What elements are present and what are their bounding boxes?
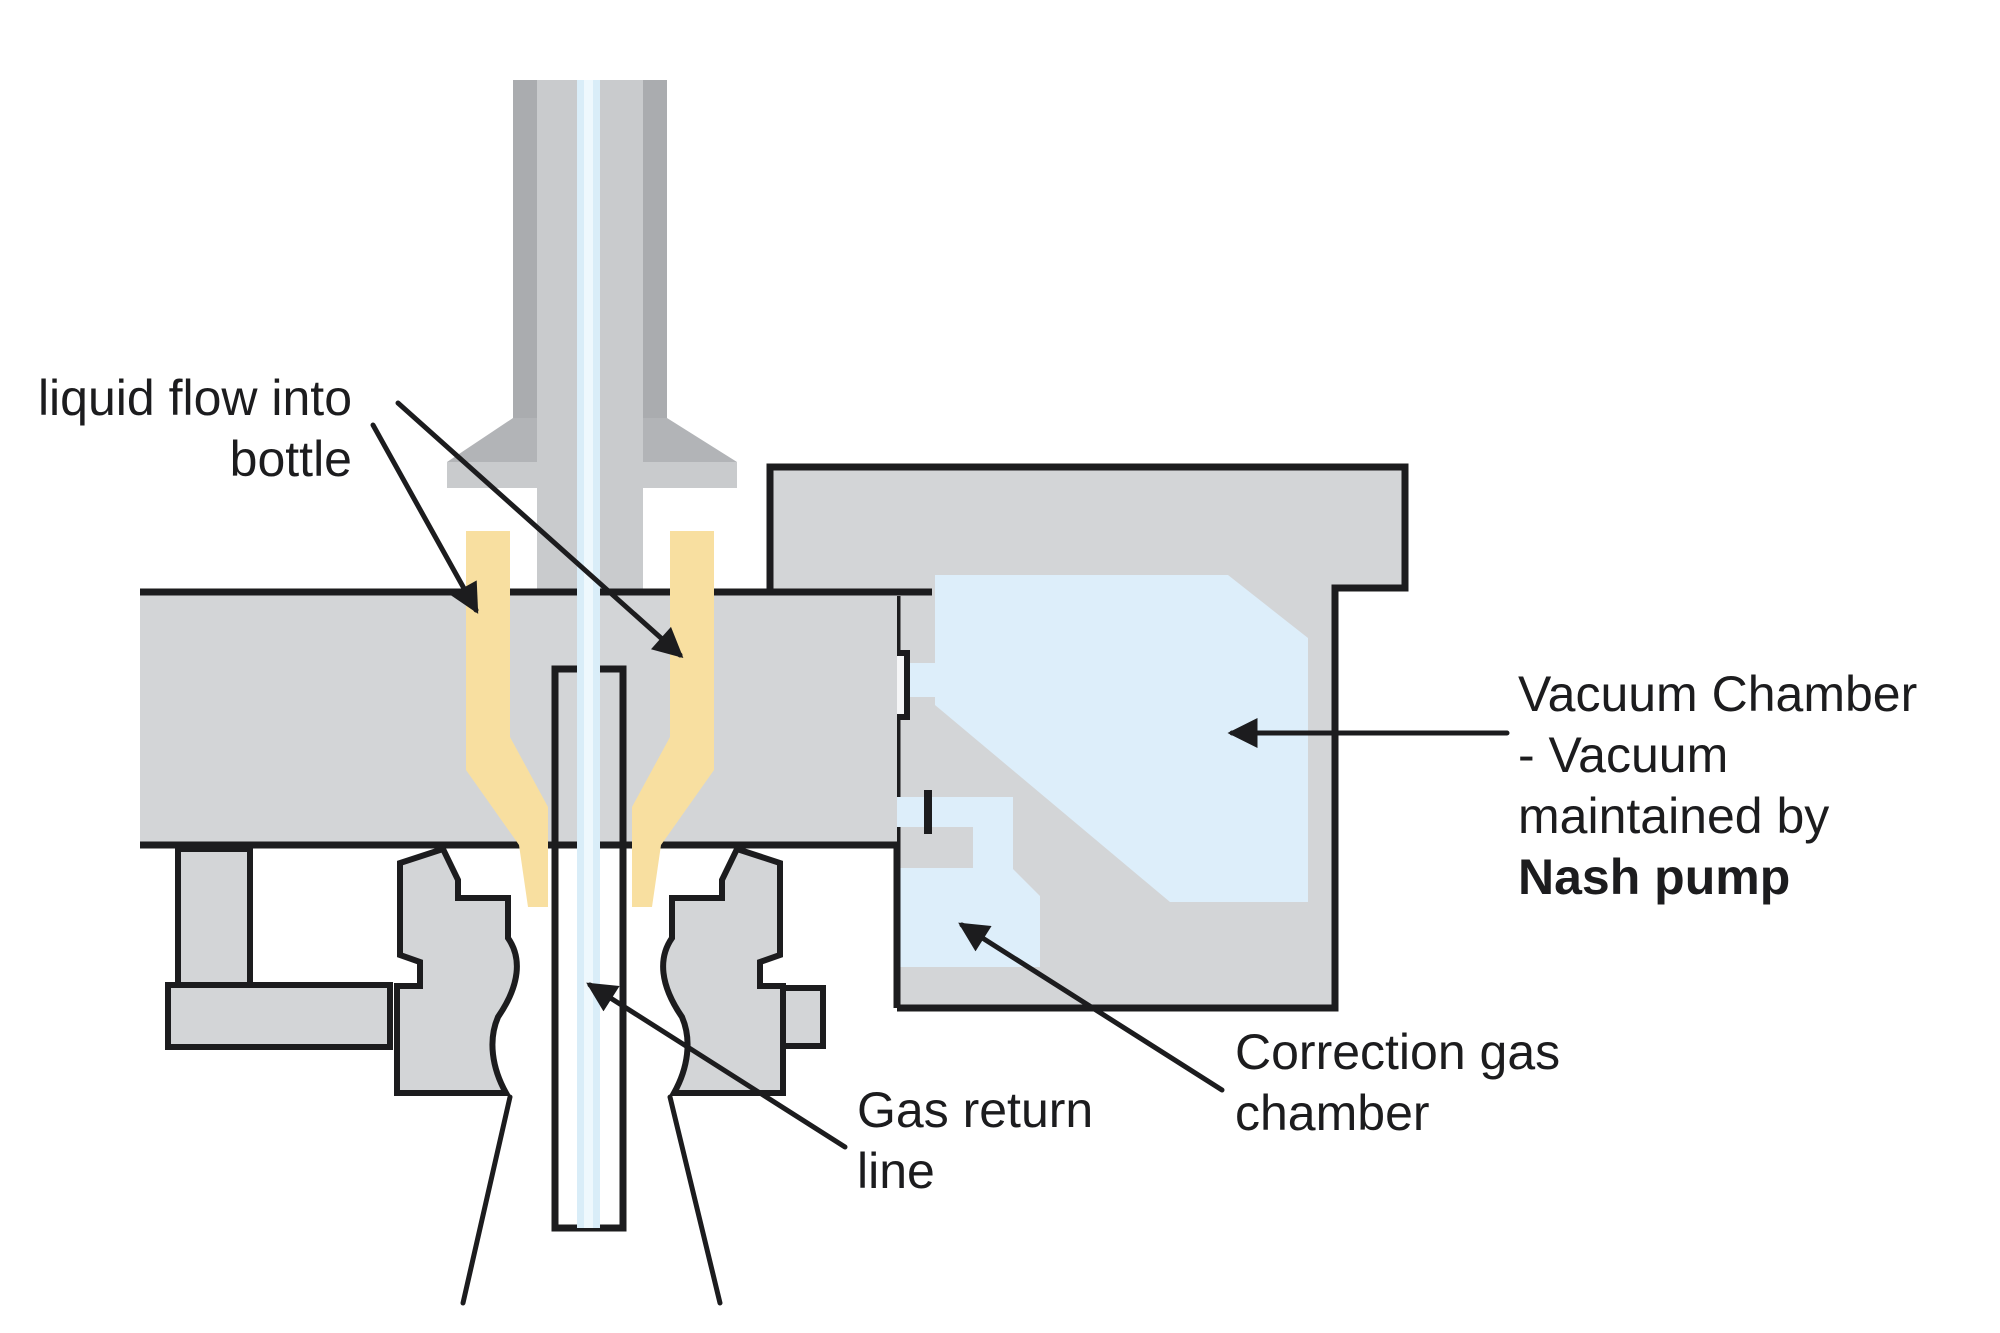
label-vacuum-chamber: Vacuum Chamber - Vacuum maintained by Na…: [1518, 664, 1917, 908]
correction-gas-chamber: [900, 868, 1040, 967]
leader-gas-return: [586, 982, 848, 1150]
label-correction-gas-line1: Correction gas: [1235, 1024, 1561, 1080]
filler-tube-edge-left: [513, 80, 537, 422]
label-correction-gas: Correction gas chamber: [1235, 1022, 1560, 1144]
passage-dash-3: [924, 790, 932, 834]
vacuum-chamber-cavity: [935, 575, 1308, 902]
label-liquid-flow-line1: liquid flow into: [37, 370, 352, 426]
center-stripe-highlight: [584, 80, 593, 1228]
bracket-post: [175, 846, 253, 988]
liquid-channel-left: [466, 531, 548, 907]
vacuum-housing-outline: [766, 463, 1409, 1012]
label-vacuum-chamber-line3: maintained by: [1518, 788, 1830, 844]
label-vacuum-chamber-line2: - Vacuum: [1518, 727, 1729, 783]
label-correction-gas-line2: chamber: [1235, 1085, 1430, 1141]
label-gas-return-line2: line: [857, 1143, 935, 1199]
label-gas-return: Gas return line: [857, 1080, 1093, 1202]
leader-liquid-flow-left: [370, 422, 479, 614]
bottle-neck-line-left: [460, 1094, 513, 1306]
liquid-channel-right: [632, 531, 714, 907]
label-vacuum-chamber-line4: Nash pump: [1518, 849, 1791, 905]
seal-bell-right: [660, 845, 786, 1096]
bracket-arm: [165, 982, 393, 1050]
leader-liquid-flow-right: [395, 400, 684, 658]
seal-bell-left: [394, 845, 520, 1096]
label-liquid-flow-line2: bottle: [229, 431, 352, 487]
seal-bell-tab: [780, 985, 826, 1049]
label-gas-return-line1: Gas return: [857, 1082, 1094, 1138]
vacuum-chamber-housing: [766, 463, 1409, 1012]
leader-correction-gas: [958, 922, 1225, 1093]
label-vacuum-chamber-line1: Vacuum Chamber: [1518, 666, 1918, 722]
filler-tube-edge-right: [643, 80, 667, 422]
mounting-bracket: [165, 846, 393, 1050]
label-liquid-flow: liquid flow into bottle: [0, 368, 352, 490]
bottle-neck-line-right: [667, 1094, 723, 1306]
gas-passage-drop: [973, 827, 1013, 870]
